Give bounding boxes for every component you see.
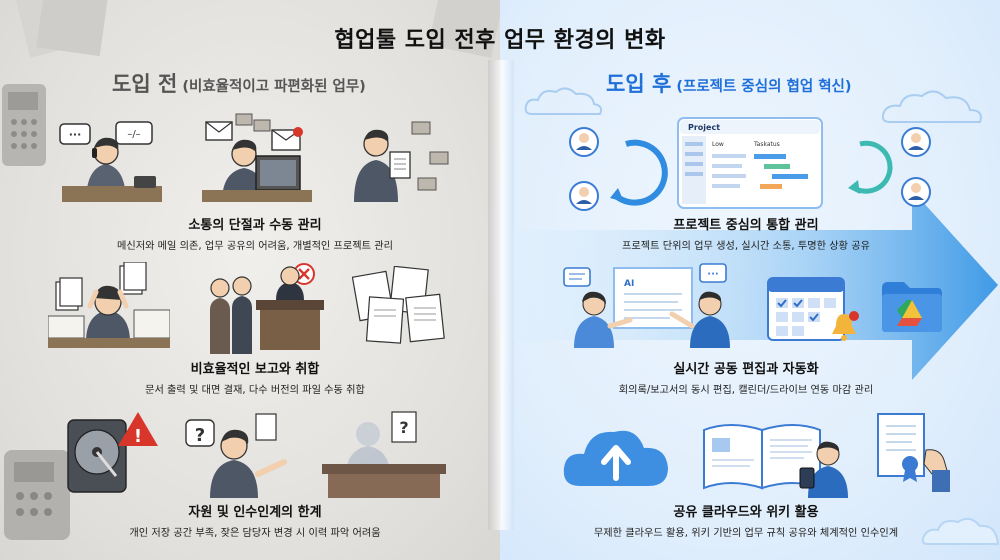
after-item-2-desc: 회의록/보고서의 동시 편집, 캘린더/드라이브 연동 마감 관리 <box>618 385 874 396</box>
ai-label-text: AI <box>624 279 634 289</box>
cloud-upload-illustration <box>563 430 668 486</box>
project-window-title: Project <box>688 123 720 132</box>
after-heading: 도입 후 (프로젝트 중심의 협업 혁신) <box>606 68 852 98</box>
paper-stack-decoration <box>15 0 108 58</box>
cloud-decoration <box>881 90 982 123</box>
project-dashboard-illustration[interactable]: Project Low Taskatus <box>676 116 824 210</box>
warning-mark-text: ! <box>134 426 142 447</box>
before-label-sub: (비효율적이고 파편화된 업무) <box>182 79 366 95</box>
center-divider <box>488 60 514 530</box>
question-mark-text: ? <box>195 425 205 446</box>
empty-seat-illustration: ? <box>322 411 446 498</box>
telephone-decoration <box>2 84 46 166</box>
after-item-3-desc: 무제한 클라우드 활용, 위키 기반의 업무 규칙 공유와 체계적인 인수인계 <box>593 528 899 539</box>
calendar-deadline-illustration <box>767 277 859 341</box>
after-item-3: 공유 클라우드와 위키 활용 무제한 클라우드 활용, 위키 기반의 업무 규칙… <box>556 501 936 539</box>
after-item-1-title: 프로젝트 중심의 통합 관리 <box>673 218 819 233</box>
after-item-2-title: 실시간 공동 편집과 자동화 <box>673 362 819 377</box>
before-item-3-title: 자원 및 인수인계의 한계 <box>188 505 322 520</box>
certified-document-illustration <box>877 413 950 492</box>
after-item-1: 프로젝트 중심의 통합 관리 프로젝트 단위의 업무 생성, 실시간 소통, 투… <box>576 214 916 252</box>
phone-call-worker-illustration: ··· –/– <box>59 121 162 202</box>
speech-dash-text: –/– <box>127 129 140 140</box>
cloud-decoration <box>921 517 1000 545</box>
before-item-2-title: 비효율적인 보고와 취합 <box>190 362 320 377</box>
cloud-decoration <box>524 87 603 115</box>
project-column-1: Low <box>712 141 724 148</box>
before-item-1: 소통의 단절과 수동 관리 메신저와 메일 의존, 업무 공유의 어려움, 개별… <box>80 214 430 252</box>
manual-approval-illustration <box>210 263 324 354</box>
project-column-2: Taskatus <box>753 141 780 148</box>
before-item-2-desc: 문서 출력 및 대면 결재, 다수 버전의 파일 수동 취합 <box>145 385 365 396</box>
before-item-2: 비효율적인 보고와 취합 문서 출력 및 대면 결재, 다수 버전의 파일 수동… <box>80 358 430 396</box>
after-label: 도입 후 <box>606 72 672 96</box>
before-item-1-desc: 메신저와 메일 의존, 업무 공유의 어려움, 개별적인 프로젝트 관리 <box>116 241 394 252</box>
transition-arrow <box>512 190 998 380</box>
team-sync-left-illustration <box>569 127 668 211</box>
before-label: 도입 전 <box>112 72 178 96</box>
after-item-3-title: 공유 클라우드와 위키 활용 <box>673 505 819 520</box>
hard-drive-warning-illustration: ! <box>67 412 158 493</box>
wiki-book-reader-illustration <box>703 424 848 498</box>
scattered-documents-illustration <box>352 266 445 344</box>
before-item-3: 자원 및 인수인계의 한계 개인 저장 공간 부족, 잦은 담당자 변경 시 이… <box>70 501 440 539</box>
confused-worker-illustration: ? <box>185 413 287 498</box>
page-title: 협업툴 도입 전후 업무 환경의 변화 <box>334 28 666 53</box>
co-editing-illustration: ··· AI <box>563 263 730 348</box>
before-heading: 도입 전 (비효율적이고 파편화된 업무) <box>112 68 366 98</box>
before-item-3-desc: 개인 저장 공간 부족, 잦은 담당자 변경 시 이력 파악 어려움 <box>129 528 381 539</box>
after-label-sub: (프로젝트 중심의 협업 혁신) <box>676 79 852 95</box>
telephone-decoration <box>4 450 70 540</box>
before-item-1-title: 소통의 단절과 수동 관리 <box>188 218 322 233</box>
speech-dots-text: ··· <box>707 269 718 280</box>
team-sync-right-illustration <box>848 127 931 207</box>
after-item-2: 실시간 공동 편집과 자동화 회의록/보고서의 동시 편집, 캘린더/드라이브 … <box>576 358 916 396</box>
after-item-1-desc: 프로젝트 단위의 업무 생성, 실시간 소통, 투명한 상황 공유 <box>622 241 870 252</box>
paper-stack-decoration <box>428 0 500 58</box>
question-mark-text: ? <box>399 418 408 437</box>
stressed-paperwork-illustration <box>48 262 170 348</box>
speech-dots-text: ··· <box>69 128 82 141</box>
drive-folder-illustration <box>882 282 942 332</box>
document-holder-illustration <box>354 121 449 202</box>
email-desk-worker-illustration <box>202 113 312 202</box>
